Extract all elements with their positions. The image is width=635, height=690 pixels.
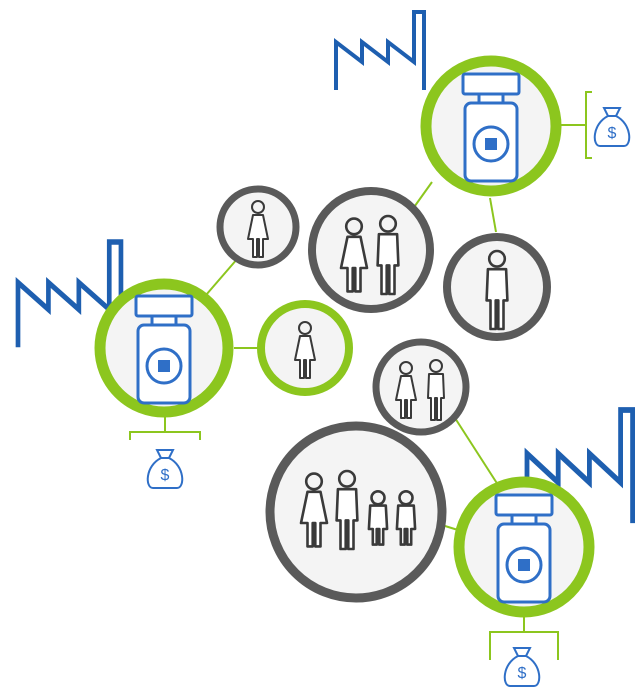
bracket: [129, 412, 201, 440]
money-bag-icon: [146, 449, 184, 489]
product-jar-icon: [494, 493, 554, 604]
money-bag-icon: [503, 647, 541, 687]
bracket: [489, 616, 559, 660]
connector-line: [454, 417, 501, 489]
product-jar-icon: [461, 72, 521, 183]
connector-line: [205, 257, 239, 296]
bracket: [560, 91, 592, 159]
group-ring-couple: [372, 338, 470, 436]
factory-icon: [334, 10, 426, 92]
money-bag-icon: [593, 107, 631, 147]
connector-line: [489, 197, 497, 233]
cluster-top-right: [308, 10, 631, 341]
cluster-left: [18, 185, 353, 489]
product-jar-icon: [134, 294, 194, 405]
cluster-bottom-right: [265, 338, 633, 687]
group-ring-couple: [308, 187, 434, 313]
